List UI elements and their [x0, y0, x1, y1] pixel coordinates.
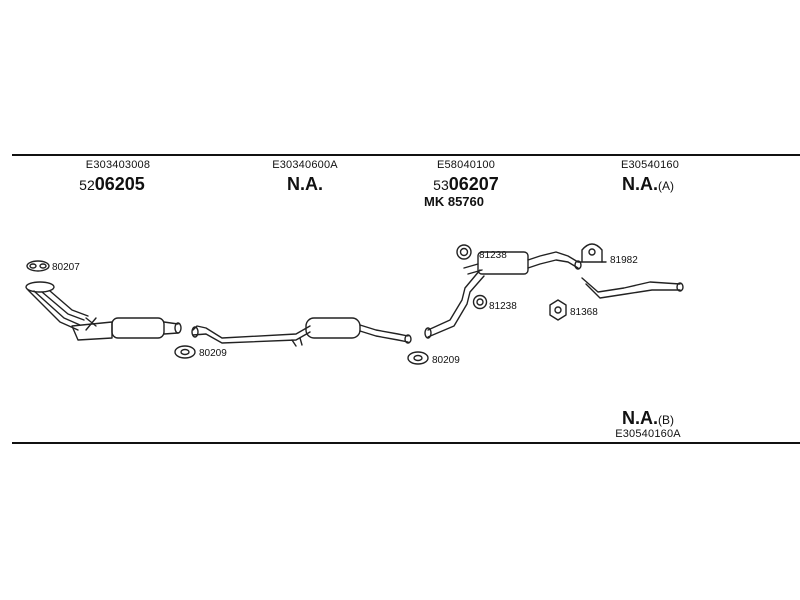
mount-81368-icon: [549, 299, 567, 321]
front-pipe-catalyst-icon: [25, 281, 182, 341]
gasket-80209-icon-b: [407, 351, 429, 365]
column-2-part: N.A.: [287, 174, 323, 194]
column-2-part-number: N.A.: [287, 174, 323, 195]
column-3-part: 06207: [448, 174, 499, 194]
column-1-part-number: 5206205: [79, 174, 145, 195]
column-1-ref: E303403008: [85, 159, 151, 171]
column-3-part-number: 5306207: [433, 174, 499, 195]
gasket-80207-icon: [26, 260, 50, 272]
bottom-ref: E30540160A: [615, 428, 681, 440]
rear-muffler-icon: [477, 251, 582, 275]
ring-81238-label-a: 81238: [479, 250, 507, 261]
bottom-part-number: N.A.(B): [622, 408, 674, 429]
gasket-80209-label-a: 80209: [199, 348, 227, 359]
column-4-part-number: N.A.(A): [622, 174, 674, 195]
rear-pipe-icon: [424, 263, 485, 339]
intermediate-pipe-icon: [191, 317, 412, 347]
top-rule: [12, 154, 800, 156]
gasket-80209-label-b: 80209: [432, 355, 460, 366]
ring-81238-label-b: 81238: [489, 301, 517, 312]
column-1-part: 06205: [94, 174, 145, 194]
column-1-prefix: 52: [79, 177, 95, 193]
ring-81238-icon-a: [456, 244, 472, 260]
bottom-part: N.A.: [622, 408, 658, 428]
gasket-80209-icon-a: [174, 345, 196, 359]
column-3-ref: E58040100: [436, 159, 496, 171]
column-2-ref: E30340600A: [272, 159, 338, 171]
tail-pipe-icon: [581, 277, 684, 299]
column-4-part: N.A.: [622, 174, 658, 194]
ring-81238-icon-b: [472, 294, 488, 310]
clamp-81982-icon: [577, 243, 607, 263]
gasket-80207-label: 80207: [52, 262, 80, 273]
column-3-prefix: 53: [433, 177, 449, 193]
column-4-suffix: (A): [658, 179, 674, 193]
mount-81368-label: 81368: [570, 307, 598, 318]
column-3-sub: MK 85760: [424, 194, 484, 209]
bottom-rule: [12, 442, 800, 444]
bottom-suffix: (B): [658, 413, 674, 427]
column-4-ref: E30540160: [620, 159, 680, 171]
clamp-81982-label: 81982: [610, 255, 638, 266]
